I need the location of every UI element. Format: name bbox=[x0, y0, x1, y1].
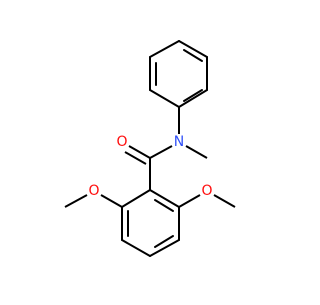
bond-n-methyl bbox=[185, 145, 208, 159]
bond-carbonyl-co-second bbox=[124, 151, 147, 165]
n-phenyl-ring bbox=[149, 40, 208, 108]
bond bbox=[121, 189, 151, 208]
bond bbox=[121, 239, 151, 257]
double-bond-inner bbox=[154, 235, 174, 248]
bond-ring-methoxy-right bbox=[178, 194, 201, 208]
molecule-canvas: O N O O bbox=[0, 0, 300, 300]
double-bond-inner bbox=[183, 89, 203, 102]
double-bond-inner bbox=[183, 49, 203, 62]
molecule-structure: O N O O bbox=[0, 0, 300, 300]
bond bbox=[149, 239, 180, 257]
bond-methoxy-right-methyl bbox=[213, 194, 236, 208]
methoxy-oxygen-right-label: O bbox=[201, 183, 212, 199]
bond bbox=[149, 189, 180, 208]
bond-methoxy-left-methyl bbox=[64, 194, 88, 208]
bond-carbonyl-co bbox=[128, 145, 151, 159]
bond bbox=[178, 89, 208, 108]
dimethoxy-benzene-ring bbox=[121, 189, 180, 257]
carbonyl-oxygen-label: O bbox=[116, 134, 127, 150]
bond bbox=[149, 40, 180, 58]
methoxy-oxygen-left-label: O bbox=[88, 183, 99, 199]
bond bbox=[149, 89, 180, 108]
bond-n-carbonyl bbox=[149, 145, 173, 159]
bond bbox=[178, 40, 208, 58]
background bbox=[0, 0, 300, 300]
bond-ring-methoxy-left bbox=[100, 194, 123, 208]
double-bond-inner bbox=[154, 199, 174, 212]
amide-nitrogen-label: N bbox=[174, 134, 184, 150]
